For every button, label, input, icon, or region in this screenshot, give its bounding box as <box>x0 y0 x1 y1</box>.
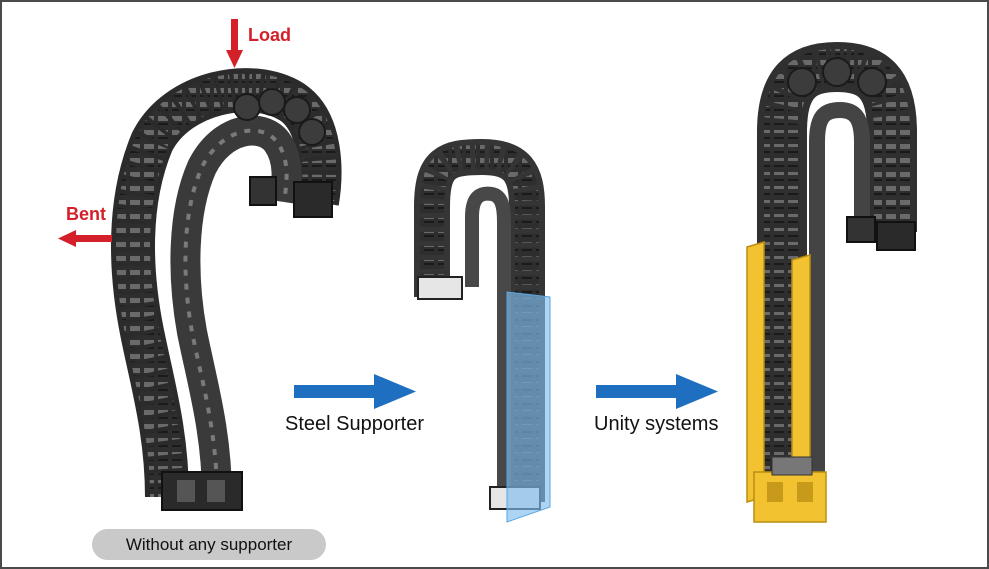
without-supporter-label: Without any supporter <box>125 535 293 554</box>
unity-yellow-supports <box>746 240 827 523</box>
bent-label: Bent <box>66 204 106 224</box>
load-arrow-icon <box>226 19 243 68</box>
blue-arrow-2-icon <box>596 374 718 409</box>
load-label: Load <box>248 25 291 45</box>
chain-unity-system <box>757 41 917 497</box>
unity-systems-label: Unity systems <box>594 413 719 435</box>
steel-supporter-panel <box>506 291 551 523</box>
chain-without-supporter <box>111 68 342 511</box>
without-supporter-pill: Without any supporter <box>92 529 326 560</box>
steel-supporter-label: Steel Supporter <box>285 413 424 435</box>
blue-arrow-1-icon <box>294 374 416 409</box>
bent-arrow-icon <box>58 230 112 247</box>
chain-steel-supporter <box>414 138 545 510</box>
